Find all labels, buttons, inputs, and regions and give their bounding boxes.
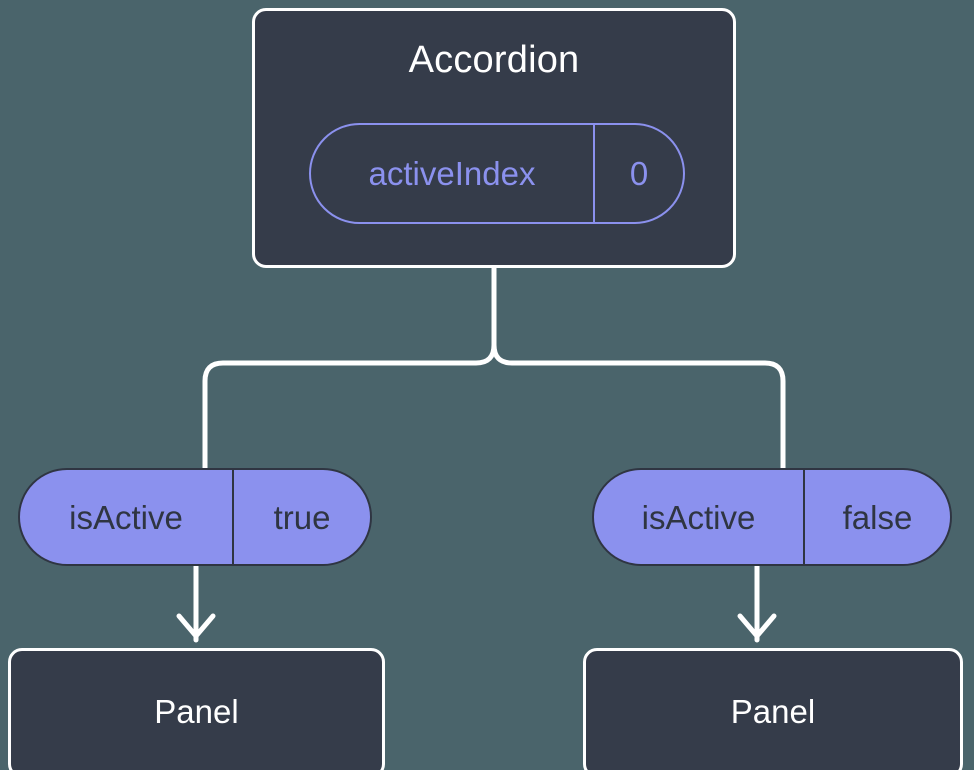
component-box-panel-right[interactable]: Panel (583, 648, 963, 770)
state-pill-value-active-index: 0 (593, 125, 683, 222)
prop-pill-key-right: isActive (641, 498, 756, 536)
component-box-accordion[interactable]: Accordion activeIndex 0 (252, 8, 736, 268)
prop-pill-value-right: false (803, 470, 950, 564)
component-title-accordion: Accordion (408, 39, 580, 81)
arrow-head-left-icon (176, 613, 216, 639)
component-box-panel-left[interactable]: Panel (8, 648, 385, 770)
prop-pill-key-left: isActive (69, 498, 183, 536)
prop-pill-is-active-false[interactable]: isActive false (592, 468, 952, 566)
state-pill-active-index[interactable]: activeIndex 0 (309, 123, 685, 224)
component-title-panel-right: Panel (730, 693, 816, 730)
prop-pill-is-active-true[interactable]: isActive true (18, 468, 372, 566)
state-pill-key-active-index: activeIndex (368, 155, 536, 192)
connector-branch-left (202, 342, 497, 471)
connector-branch-right (491, 342, 786, 471)
prop-pill-value-left: true (232, 470, 370, 564)
component-title-panel-left: Panel (154, 693, 239, 730)
arrow-head-right-icon (737, 613, 777, 639)
